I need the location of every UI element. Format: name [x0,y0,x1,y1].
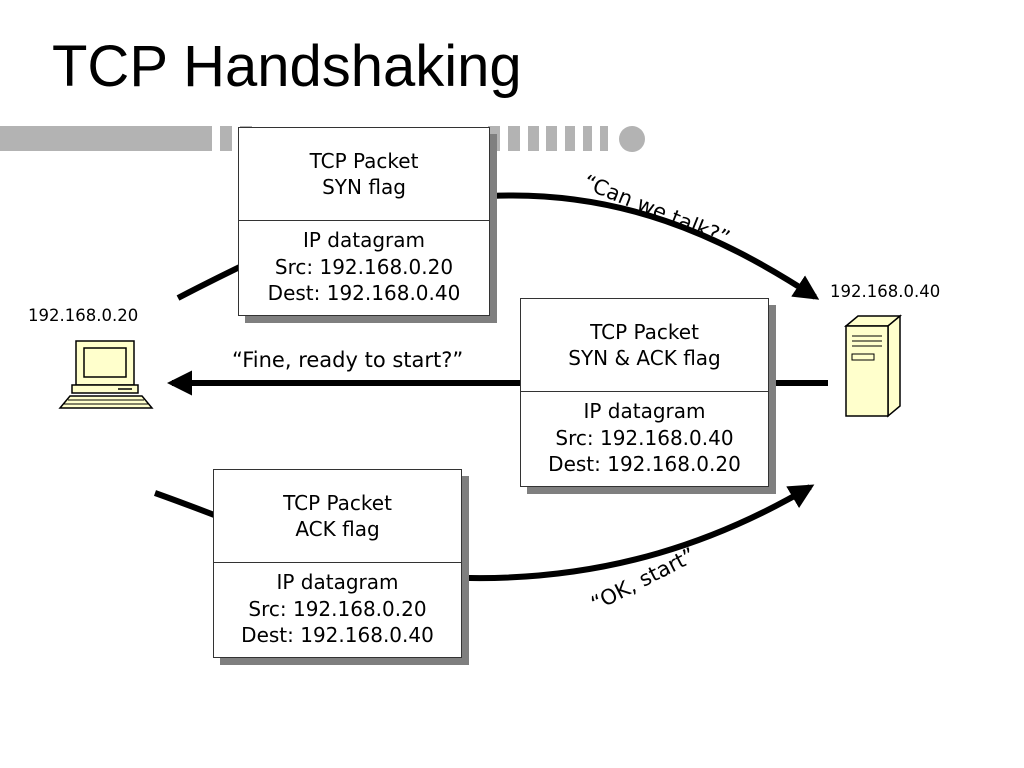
packet-datagram: IP datagram [276,570,399,595]
packet-dest: Dest: 192.168.0.40 [241,623,434,648]
server-icon [843,314,903,418]
decorative-bar [0,126,645,152]
packet-type: TCP Packet [283,490,392,515]
packet-body: IP datagram Src: 192.168.0.20 Dest: 192.… [214,563,461,655]
packet-body: IP datagram Src: 192.168.0.40 Dest: 192.… [521,392,768,484]
synack-packet: TCP Packet SYN & ACK flag IP datagram Sr… [520,298,769,487]
packet-type: TCP Packet [590,319,699,344]
packet-header: TCP Packet SYN flag [239,128,489,221]
packet-dest: Dest: 192.168.0.20 [548,452,741,477]
packet-flag: SYN flag [322,175,406,199]
synack-message: “Fine, ready to start?” [232,348,464,372]
packet-header: TCP Packet SYN & ACK flag [521,299,768,392]
packet-body: IP datagram Src: 192.168.0.20 Dest: 192.… [239,221,489,313]
ack-packet: TCP Packet ACK flag IP datagram Src: 192… [213,469,462,658]
packet-type: TCP Packet [309,148,419,173]
packet-dest: Dest: 192.168.0.40 [267,281,461,306]
computer-icon [58,340,154,409]
packet-datagram: IP datagram [302,228,426,253]
slide-title: TCP Handshaking [52,34,522,99]
packet-src: Src: 192.168.0.40 [555,425,734,450]
syn-packet: TCP Packet SYN flag IP datagram Src: 192… [238,127,490,316]
server-ip-label: 192.168.0.40 [830,282,941,301]
client-ip-label: 192.168.0.20 [28,306,139,325]
packet-header: TCP Packet ACK flag [214,470,461,563]
packet-datagram: IP datagram [583,399,706,424]
packet-flag: ACK flag [295,517,380,541]
packet-flag: SYN & ACK flag [568,346,721,370]
packet-src: Src: 192.168.0.20 [248,596,427,621]
packet-src: Src: 192.168.0.20 [274,254,454,279]
